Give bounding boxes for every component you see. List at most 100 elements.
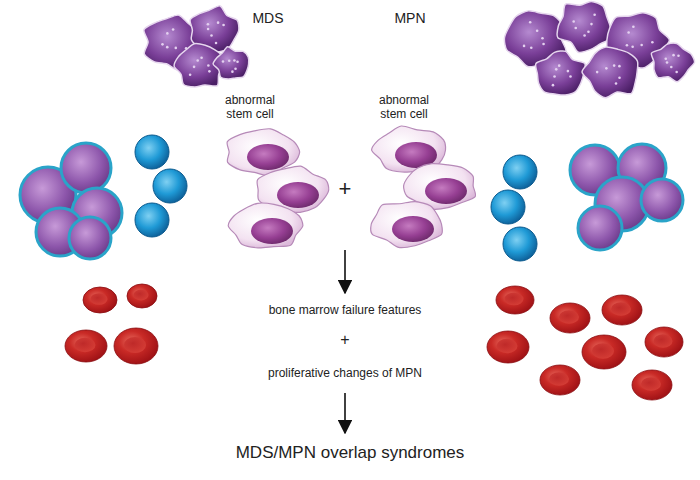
red-blood-cell	[550, 303, 590, 333]
granule-dot	[670, 66, 673, 69]
granule-dot	[523, 45, 526, 48]
result-label: MDS/MPN overlap syndromes	[236, 443, 465, 463]
cell-center	[559, 310, 579, 324]
granule-dot	[618, 76, 621, 79]
granule-dot	[530, 47, 533, 50]
cell-center	[505, 293, 524, 306]
granule-dot	[677, 54, 680, 57]
granule-dot	[542, 43, 545, 46]
granule-dot	[572, 20, 575, 23]
granule-dot	[222, 60, 225, 63]
granule-dot	[207, 28, 210, 31]
red-blood-cell	[582, 335, 626, 369]
cell-center	[91, 293, 108, 305]
blue-cell	[503, 155, 537, 189]
cell-nucleus	[425, 178, 467, 204]
red-blood-cell	[114, 328, 158, 364]
megakaryocyte-group	[144, 1, 695, 97]
granule-dot	[664, 57, 667, 60]
cell-center	[654, 334, 673, 348]
granule-dot	[569, 75, 572, 78]
cell-nucleus	[251, 218, 293, 244]
cell-center	[497, 339, 518, 353]
granule-dot	[541, 37, 544, 40]
cell-label: abnormal stem cell	[368, 93, 440, 122]
stem-cell	[228, 203, 303, 248]
granule-dot	[632, 25, 635, 28]
granule-dot	[672, 54, 675, 57]
feature-label: proliferative changes of MPN	[268, 366, 422, 380]
megakaryocyte	[536, 51, 586, 95]
granule-dot	[196, 59, 199, 62]
flow-arrow	[344, 393, 346, 433]
heading-label: MDS	[252, 10, 283, 27]
blue-cell	[503, 227, 537, 261]
stem-cell	[371, 202, 443, 248]
granule-dot	[618, 65, 621, 68]
granule-dot	[553, 75, 556, 78]
plus-sign: +	[340, 330, 349, 349]
blue-cell	[135, 135, 169, 169]
granule-dot	[215, 42, 218, 45]
granule-dot	[200, 56, 203, 59]
plus-sign: +	[339, 176, 352, 202]
granule-dot	[666, 61, 669, 64]
cell-center	[75, 338, 96, 352]
granule-dot	[236, 60, 239, 63]
granule-dot	[210, 34, 213, 37]
granule-dot	[228, 59, 231, 62]
cell-center	[611, 302, 631, 316]
granulocyte	[578, 206, 622, 250]
red-blood-cell	[487, 331, 529, 363]
cell-center	[124, 337, 146, 353]
red-blood-cell	[83, 287, 117, 313]
granule-dot	[675, 71, 678, 74]
megakaryocyte	[651, 43, 694, 82]
granulocyte	[641, 179, 683, 221]
granule-dot	[552, 84, 555, 87]
cell-center	[641, 377, 661, 391]
granule-dot	[208, 70, 211, 73]
granule-dot	[193, 66, 196, 69]
granule-dot	[613, 64, 616, 67]
cell-center	[549, 372, 569, 386]
flow-arrow	[344, 250, 346, 293]
granule-dot	[166, 32, 169, 35]
granule-dot	[587, 30, 590, 33]
granule-dot	[207, 23, 210, 26]
blue-cell	[153, 169, 187, 203]
granule-dot	[558, 64, 561, 67]
granulocyte	[69, 217, 111, 259]
blue-cell	[135, 203, 169, 237]
granule-dot	[615, 82, 618, 85]
cell-label: abnormal stem cell	[214, 93, 286, 122]
granule-dot	[222, 24, 225, 27]
granule-dot	[536, 30, 539, 33]
granule-dot	[217, 21, 220, 24]
granule-dot	[627, 31, 630, 34]
granule-dot	[234, 67, 237, 70]
granule-dot	[161, 43, 164, 46]
megakaryocyte	[582, 47, 638, 98]
granule-dot	[172, 28, 175, 31]
granule-dot	[567, 70, 570, 73]
heading-label: MPN	[394, 10, 425, 27]
red-blood-cell	[496, 286, 534, 314]
megakaryocyte	[557, 1, 612, 52]
red-blood-cell	[645, 327, 683, 357]
granule-dot	[640, 44, 643, 47]
cell-nucleus	[247, 144, 289, 170]
red-blood-cell	[602, 295, 642, 325]
granule-dot	[605, 67, 608, 70]
blue-cell	[491, 190, 525, 224]
granule-dot	[189, 73, 192, 76]
cell-nucleus	[277, 182, 319, 208]
granule-dot	[231, 70, 234, 73]
granulocyte	[61, 143, 111, 193]
feature-label: bone marrow failure features	[269, 303, 422, 317]
granule-dot	[166, 46, 169, 49]
granule-dot	[651, 41, 654, 44]
red-blood-cell	[127, 284, 157, 308]
